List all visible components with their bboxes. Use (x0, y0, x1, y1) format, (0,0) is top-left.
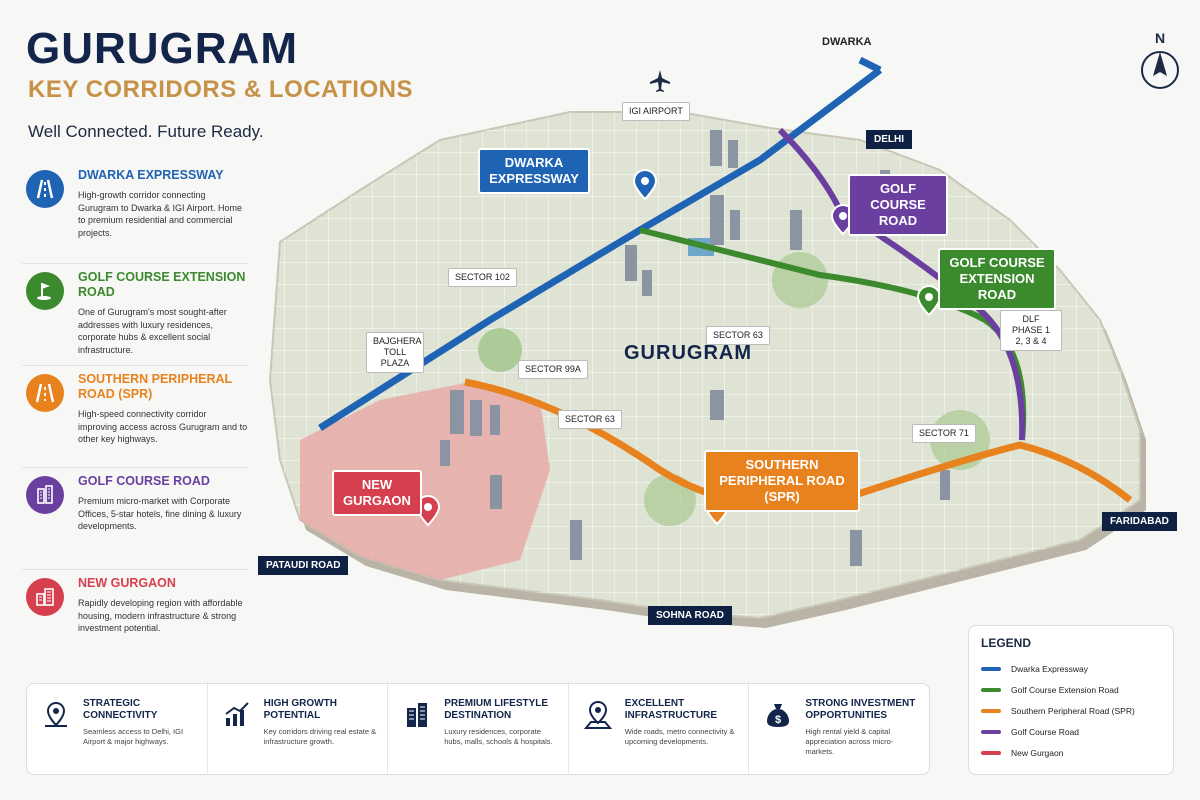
feature-title: PREMIUM LIFESTYLE DESTINATION (444, 698, 549, 721)
legend-item: New Gurgaon (981, 742, 1161, 763)
compass: N (1140, 30, 1180, 100)
sidebar-item-desc: Rapidly developing region with affordabl… (78, 598, 243, 633)
sidebar-item-desc: High-growth corridor connecting Gurugram… (78, 190, 243, 238)
legend-label: Golf Course Road (1011, 726, 1080, 737)
callout-spr[interactable]: SOUTHERN PERIPHERAL ROAD (SPR) (704, 450, 860, 512)
corridor-sidebar: DWARKA EXPRESSWAY High-growth corridor c… (22, 162, 248, 672)
park-patch (478, 328, 522, 372)
road-icon (26, 374, 64, 412)
park-patch (772, 252, 828, 308)
feature-title: STRONG INVESTMENT OPPORTUNITIES (805, 698, 916, 721)
airplane-icon (650, 70, 670, 92)
sidebar-item-title: SOUTHERN PERIPHERAL ROAD (SPR) (78, 372, 232, 401)
place-bajghera-toll-plaza: BAJGHERA TOLL PLAZA (366, 332, 424, 373)
growth-chart-icon (224, 702, 249, 726)
legend-item: Golf Course Extension Road (981, 679, 1161, 700)
legend-swatch (981, 729, 1001, 734)
location-map-icon (583, 700, 612, 729)
location-pin-icon[interactable] (632, 168, 658, 201)
place-faridabad: FARIDABAD (1102, 512, 1177, 531)
feature-premium-lifestyle: PREMIUM LIFESTYLE DESTINATION Luxury res… (388, 684, 569, 774)
feature-strategic-connectivity: STRATEGIC CONNECTIVITY Seamless access t… (27, 684, 208, 774)
gurugram-map[interactable]: GURUGRAM DWARKA IGI AIRPORT DELHI SECTOR… (240, 20, 1200, 640)
golf-flag-icon (26, 272, 64, 310)
svg-text:$: $ (775, 714, 781, 726)
place-dwarka: DWARKA (822, 36, 872, 48)
sidebar-item-title: GOLF COURSE ROAD (78, 474, 210, 488)
feature-title: STRATEGIC CONNECTIVITY (83, 698, 158, 721)
map-pin-icon (45, 701, 67, 727)
place-delhi: DELHI (866, 130, 912, 149)
map-legend: LEGEND Dwarka Expressway Golf Course Ext… (968, 625, 1174, 775)
sidebar-item-desc: One of Gurugram's most sought-after addr… (78, 307, 227, 355)
park-patch (644, 474, 696, 526)
legend-item: Golf Course Road (981, 721, 1161, 742)
money-bag-icon: $ (767, 704, 790, 727)
feature-strong-investment: $ STRONG INVESTMENT OPPORTUNITIES High r… (749, 684, 929, 774)
feature-title: HIGH GROWTH POTENTIAL (263, 698, 337, 721)
callout-golf-course-road[interactable]: GOLF COURSE ROAD (848, 174, 948, 236)
office-building-icon (26, 476, 64, 514)
place-sector-71: SECTOR 71 (912, 424, 976, 443)
legend-swatch (981, 666, 1001, 671)
sidebar-item-desc: High-speed connectivity corridor improvi… (78, 409, 248, 444)
golf-course-road-route[interactable] (777, 127, 1026, 441)
place-dlf-phase: DLF PHASE 1 2, 3 & 4 (1000, 310, 1062, 351)
legend-label: Golf Course Extension Road (1011, 684, 1119, 695)
feature-desc: Seamless access to Delhi, IGI Airport & … (83, 727, 184, 746)
tagline: Well Connected. Future Ready. (28, 122, 264, 141)
feature-desc: Wide roads, metro connectivity & upcomin… (624, 727, 735, 746)
map-city-label: GURUGRAM (624, 342, 752, 364)
place-pataudi-road: PATAUDI ROAD (258, 556, 349, 575)
legend-item: Dwarka Expressway (981, 658, 1161, 679)
page-title: GURUGRAM (26, 24, 298, 73)
legend-swatch (981, 750, 1001, 755)
feature-desc: Key corridors driving real estate & infr… (263, 727, 377, 746)
feature-high-growth: HIGH GROWTH POTENTIAL Key corridors driv… (208, 684, 389, 774)
residential-building-icon (26, 578, 64, 616)
feature-title: EXCELLENT INFRASTRUCTURE (624, 698, 717, 721)
page-subtitle: KEY CORRIDORS & LOCATIONS (28, 76, 413, 103)
sidebar-item-dwarka-expressway: DWARKA EXPRESSWAY High-growth corridor c… (22, 162, 248, 264)
place-sohna-road: SOHNA ROAD (648, 606, 732, 625)
legend-item: Southern Peripheral Road (SPR) (981, 700, 1161, 721)
sidebar-item-golf-course-road: GOLF COURSE ROAD Premium micro-market wi… (22, 468, 248, 570)
legend-label: Southern Peripheral Road (SPR) (1011, 705, 1135, 716)
highway-icon (26, 170, 64, 208)
legend-swatch (981, 687, 1001, 692)
feature-desc: Luxury residences, corporate hubs, malls… (444, 727, 553, 746)
sidebar-item-golf-course-extension: GOLF COURSE EXTENSION ROAD One of Gurugr… (22, 264, 248, 366)
feature-desc: High rental yield & capital appreciation… (805, 727, 894, 756)
feature-excellent-infrastructure: EXCELLENT INFRASTRUCTURE Wide roads, met… (569, 684, 750, 774)
place-igi-airport: IGI AIRPORT (622, 102, 690, 121)
callout-golf-course-extension-road[interactable]: GOLF COURSE EXTENSION ROAD (938, 248, 1056, 310)
new-gurgaon-zone (300, 382, 550, 580)
place-sector-102: SECTOR 102 (448, 268, 517, 287)
callout-new-gurgaon[interactable]: NEW GURGAON (332, 470, 422, 516)
north-arrow-icon (1141, 51, 1179, 89)
sidebar-item-title: GOLF COURSE EXTENSION ROAD (78, 270, 246, 299)
legend-label: New Gurgaon (1011, 747, 1064, 758)
legend-swatch (981, 708, 1001, 713)
dwarka-expressway-route[interactable] (858, 56, 882, 74)
legend-title: LEGEND (981, 636, 1032, 650)
sidebar-item-new-gurgaon: NEW GURGAON Rapidly developing region wi… (22, 570, 248, 672)
features-bar: STRATEGIC CONNECTIVITY Seamless access t… (26, 683, 930, 775)
legend-label: Dwarka Expressway (1011, 663, 1088, 674)
callout-dwarka-expressway[interactable]: DWARKA EXPRESSWAY (478, 148, 590, 194)
compass-label: N (1154, 30, 1166, 46)
buildings-icon (407, 703, 428, 727)
sidebar-item-title: DWARKA EXPRESSWAY (78, 168, 224, 182)
sidebar-item-desc: Premium micro-market with Corporate Offi… (78, 496, 242, 531)
place-sector-99a: SECTOR 99A (518, 360, 588, 379)
place-sector-63: SECTOR 63 (558, 410, 622, 429)
sidebar-item-spr: SOUTHERN PERIPHERAL ROAD (SPR) High-spee… (22, 366, 248, 468)
sidebar-item-title: NEW GURGAON (78, 576, 176, 590)
place-sector-63: SECTOR 63 (706, 326, 770, 345)
